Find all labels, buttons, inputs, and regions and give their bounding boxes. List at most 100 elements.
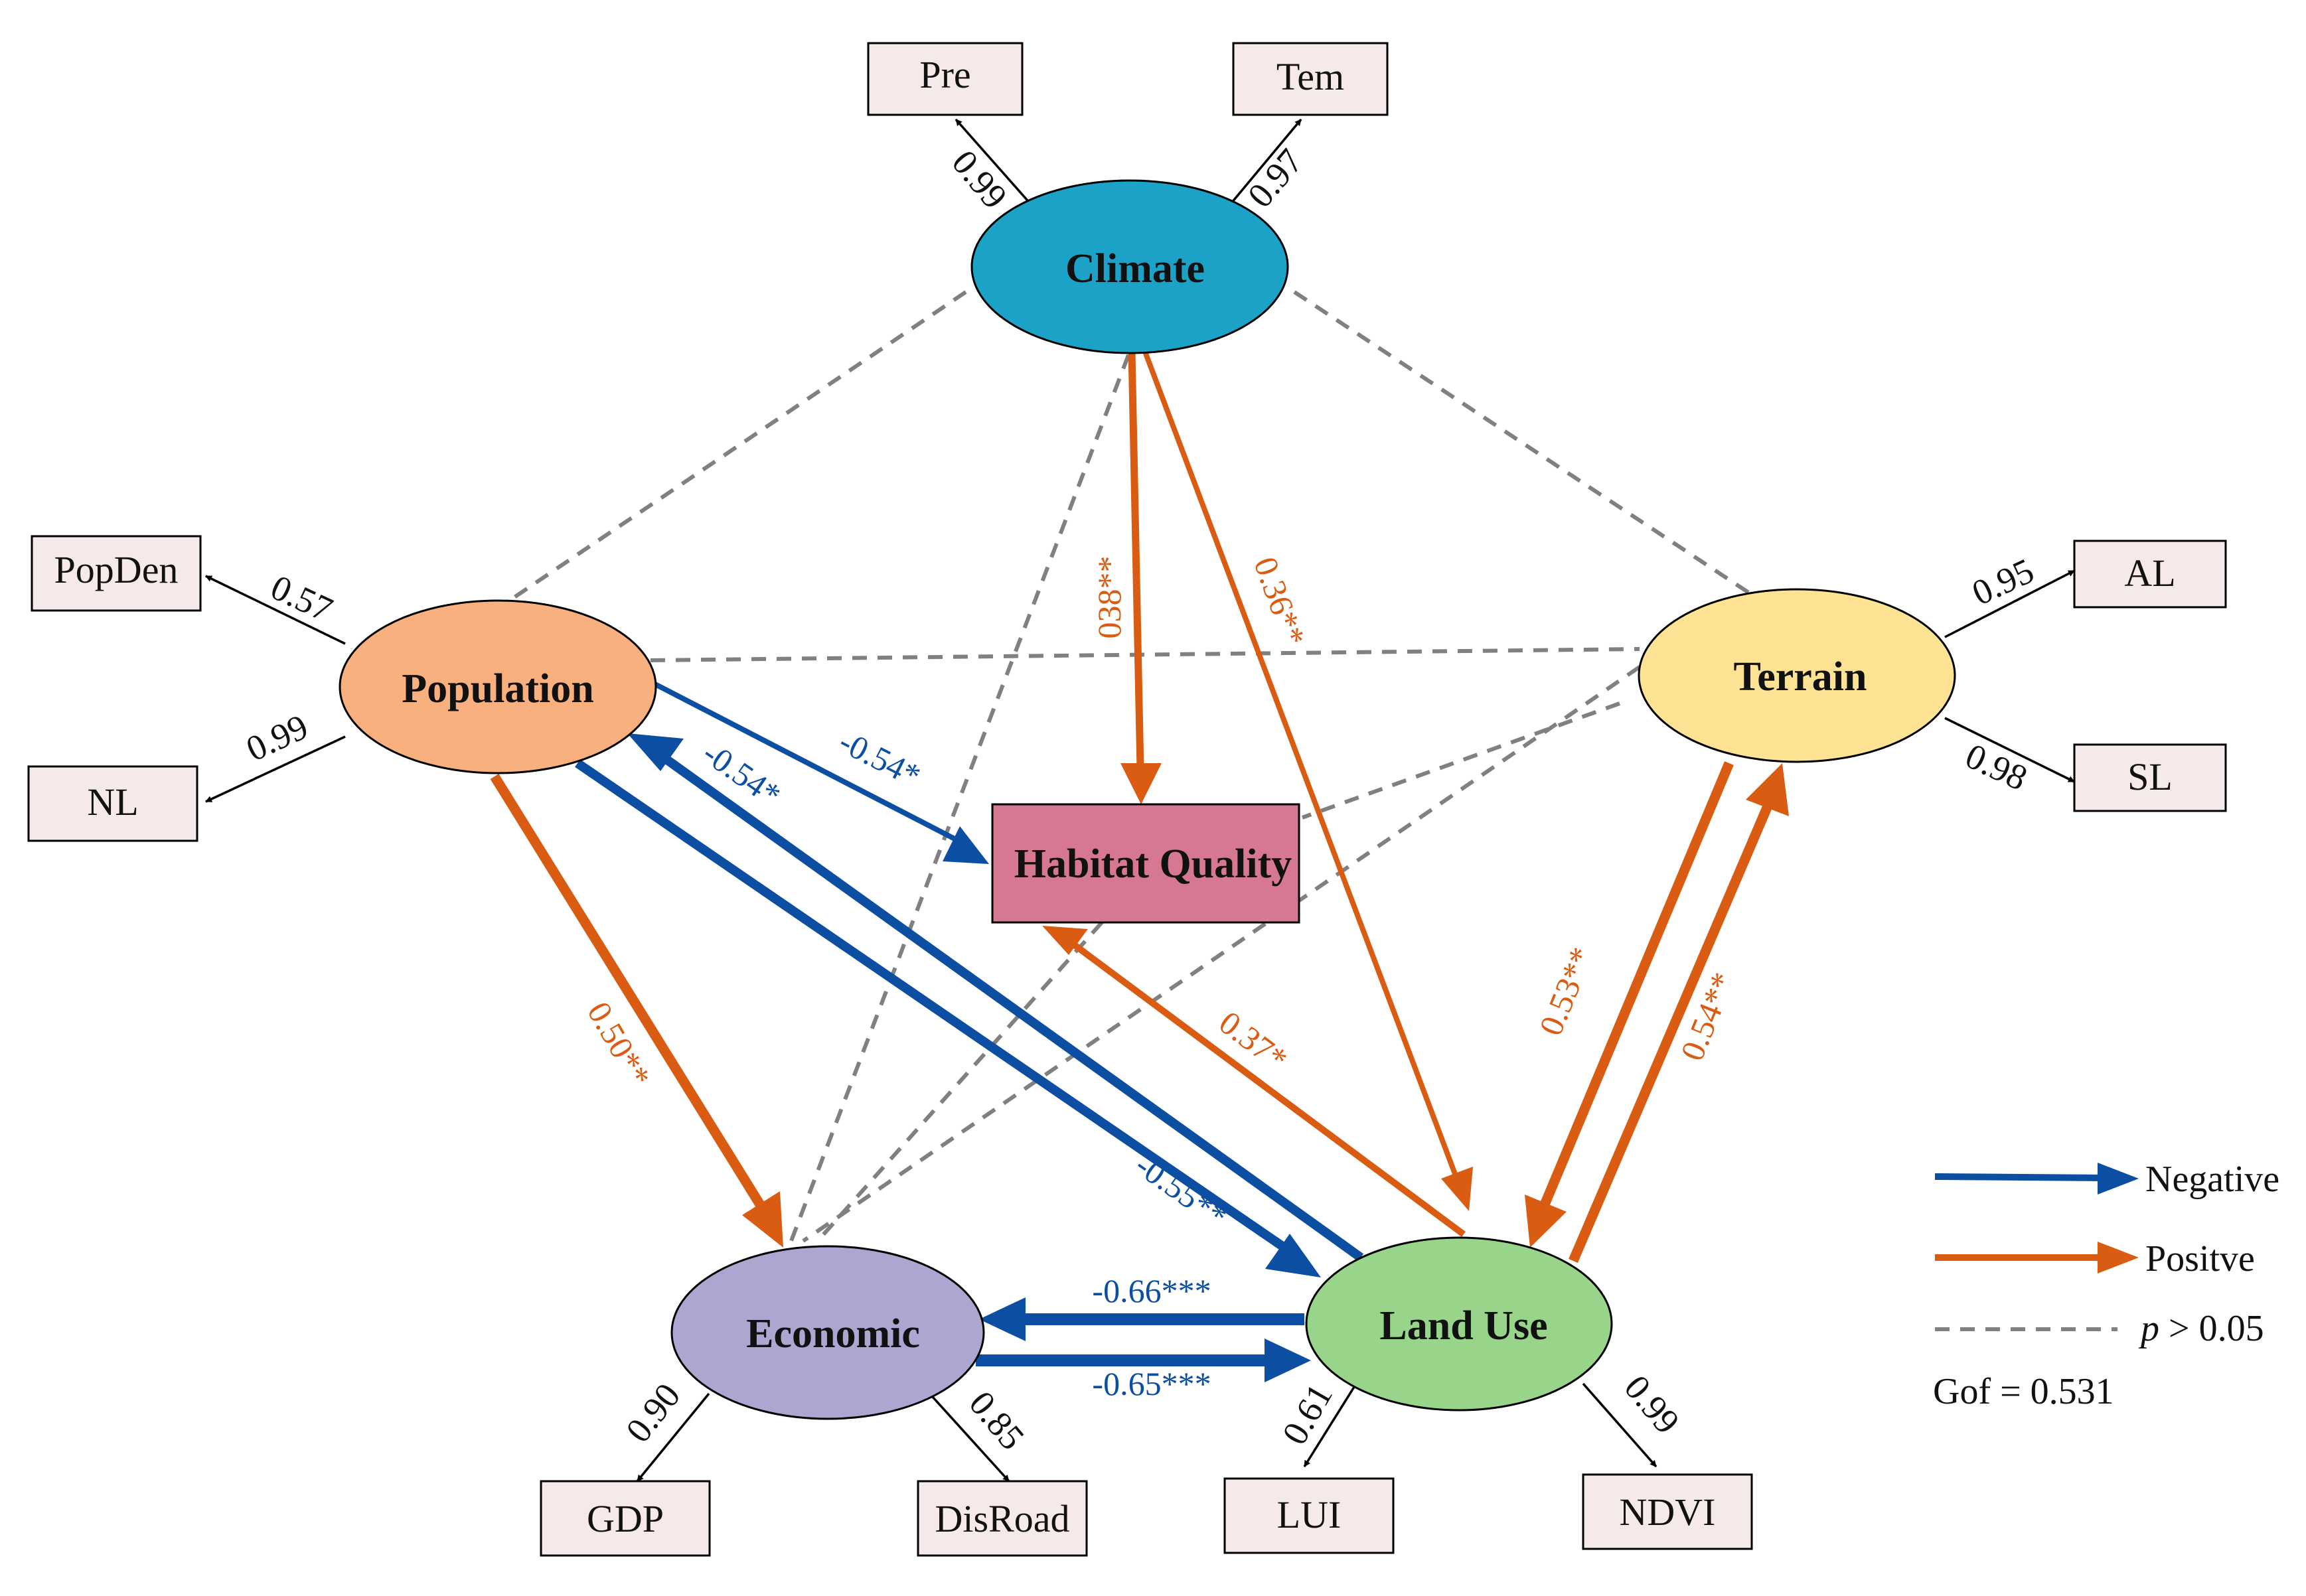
- box-al: [2073, 540, 2227, 609]
- loading-al: 0.95: [1966, 551, 2040, 613]
- coef-climate-landuse: 0.36**: [1247, 552, 1313, 650]
- arrowhead-terrain-landuse: [1525, 1195, 1567, 1248]
- arrowhead-landuse-terrain: [1746, 763, 1789, 816]
- loading-popden: 0.57: [265, 567, 339, 630]
- path-population-economic: [490, 774, 767, 1210]
- economic-ellipse: [670, 1245, 985, 1420]
- arrowhead-landuse-habitat: [1042, 926, 1088, 955]
- coef-economic-landuse: -0.65***: [1092, 1365, 1211, 1402]
- loading-lui: 0.61: [1274, 1377, 1340, 1451]
- legend-positive-label: Positve: [2145, 1238, 2255, 1279]
- loading-arrows: [205, 118, 2075, 1483]
- legend-p-symbol: p: [2138, 1308, 2159, 1349]
- loading-disroad: 0.85: [961, 1384, 1032, 1457]
- nl-label: NL: [87, 780, 138, 824]
- climate-ellipse: [970, 179, 1289, 354]
- box-lui: [1223, 1477, 1395, 1554]
- tem-label: Tem: [1276, 55, 1344, 98]
- loading-tem: 0.97: [1240, 141, 1311, 215]
- path-landuse-population: [664, 756, 1364, 1262]
- population-ellipse: [339, 599, 657, 774]
- arrowhead-landuse-population: [627, 733, 684, 771]
- loading-arrow-tem: [1223, 118, 1302, 212]
- loading-gdp: 0.90: [618, 1376, 688, 1449]
- dash-climate-population: [503, 290, 967, 606]
- ndvi-label: NDVI: [1620, 1490, 1716, 1534]
- terrain-label: Terrain: [1734, 654, 1867, 699]
- arrowhead-climate-habitat: [1120, 763, 1162, 804]
- legend-positive-arrowhead: [2098, 1242, 2139, 1273]
- coef-terrain-landuse: 0.53**: [1532, 942, 1600, 1040]
- legend-nonsig: p > 0.05: [1935, 1308, 2264, 1349]
- terrain-ellipse: [1638, 588, 1956, 763]
- box-pre: [867, 42, 1024, 116]
- loading-arrow-nl: [205, 735, 346, 803]
- legend-negative: Negative: [1934, 1159, 2279, 1200]
- gdp-label: GDP: [587, 1497, 664, 1540]
- arrowhead-population-landuse: [1265, 1234, 1321, 1277]
- dash-habitat-economic: [814, 921, 1104, 1244]
- loading-arrow-popden: [205, 575, 346, 645]
- landuse-ellipse: [1305, 1236, 1613, 1412]
- positive-paths: [490, 350, 1789, 1263]
- nonsig-paths: [503, 290, 1757, 1246]
- sl-label: SL: [2127, 755, 2173, 798]
- box-nl: [27, 765, 198, 842]
- negative-paths: [575, 681, 1364, 1382]
- habitat-quality-label: Habitat Quality: [1014, 841, 1292, 887]
- dash-terrain-habitat: [1301, 701, 1621, 820]
- box-disroad: [917, 1480, 1088, 1557]
- indicator-labels: Pre Tem PopDen NL AL SL GDP DisRoad LUI …: [54, 53, 2176, 1540]
- arrowhead-population-habitat: [943, 826, 989, 864]
- disroad-label: DisRoad: [935, 1497, 1070, 1540]
- loading-arrow-al: [1944, 569, 2075, 638]
- dash-climate-terrain: [1293, 290, 1757, 599]
- path-climate-habitat: [1128, 351, 1144, 770]
- legend-negative-label: Negative: [2145, 1159, 2279, 1200]
- dash-climate-economic: [788, 354, 1130, 1246]
- al-label: AL: [2124, 551, 2175, 595]
- coef-climate-habitat: 038**: [1091, 556, 1128, 639]
- popden-label: PopDen: [54, 548, 179, 591]
- legend-p-rest: > 0.05: [2159, 1308, 2264, 1349]
- box-tem: [1232, 42, 1389, 116]
- loading-arrow-pre: [955, 118, 1038, 212]
- pre-label: Pre: [919, 53, 970, 96]
- arrowhead-climate-landuse: [1441, 1167, 1473, 1211]
- legend: Negative Positve p > 0.05 Gof = 0.531: [1933, 1159, 2279, 1412]
- climate-label: Climate: [1065, 246, 1205, 291]
- box-gdp: [540, 1480, 711, 1557]
- loading-sl: 0.98: [1960, 736, 2033, 798]
- box-sl: [2073, 743, 2227, 812]
- legend-negative-line: [1934, 1173, 2105, 1181]
- latent-ellipses: [339, 179, 1956, 1420]
- legend-nonsig-label: p > 0.05: [2138, 1308, 2264, 1349]
- loading-pre: 0.99: [944, 143, 1015, 216]
- indicator-boxes: [27, 42, 2227, 1557]
- loading-arrow-lui: [1303, 1386, 1355, 1467]
- legend-gof: Gof = 0.531: [1933, 1371, 2114, 1412]
- path-terrain-landuse: [1539, 761, 1734, 1210]
- box-ndvi: [1582, 1473, 1753, 1550]
- arrowhead-landuse-economic: [979, 1297, 1026, 1341]
- path-landuse-terrain: [1569, 801, 1774, 1263]
- arrowhead-economic-landuse: [1265, 1339, 1311, 1382]
- habitat-quality-box: [991, 803, 1300, 924]
- path-population-landuse: [575, 759, 1287, 1252]
- coef-landuse-terrain: 0.54**: [1673, 967, 1742, 1065]
- dash-terrain-economic: [802, 665, 1641, 1243]
- path-climate-landuse: [1142, 350, 1462, 1186]
- coef-population-economic: 0.50**: [580, 995, 658, 1093]
- legend-positive: Positve: [1935, 1238, 2255, 1279]
- loading-arrow-sl: [1944, 717, 2075, 783]
- coef-landuse-habitat: 0.37*: [1212, 1003, 1294, 1078]
- loading-ndvi: 0.99: [1616, 1368, 1687, 1441]
- dash-population-terrain: [650, 647, 1640, 662]
- loading-arrow-ndvi: [1582, 1382, 1657, 1468]
- legend-negative-arrowhead: [2098, 1163, 2139, 1195]
- arrowhead-population-economic: [742, 1191, 783, 1248]
- loading-nl: 0.99: [240, 707, 314, 769]
- path-landuse-habitat: [1073, 942, 1466, 1238]
- box-popden: [31, 535, 202, 612]
